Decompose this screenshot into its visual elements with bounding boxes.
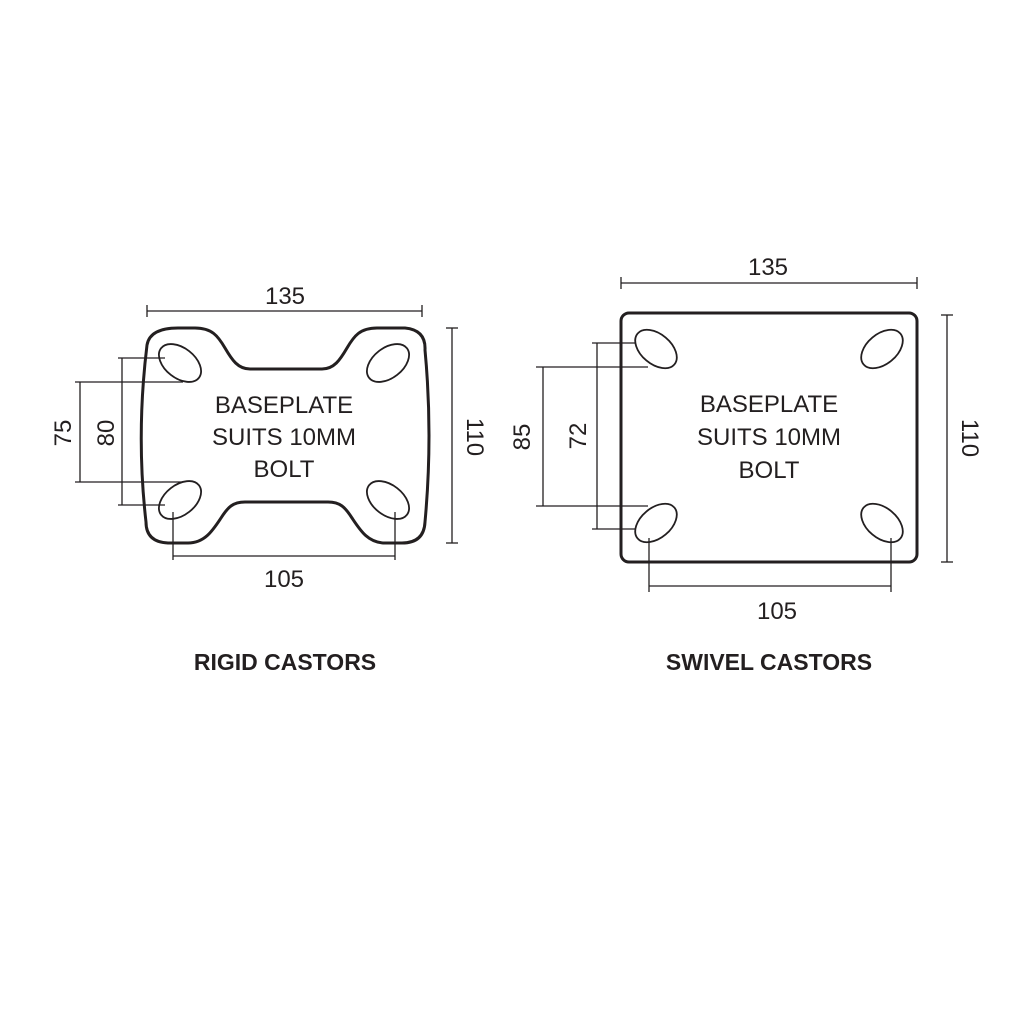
swivel-baseplate-label-line: SUITS 10MM (697, 424, 841, 451)
bolt-slot (158, 480, 202, 520)
rigid-height-dimension (446, 327, 458, 544)
rigid-hole-y-outer-label: 80 (93, 420, 120, 447)
swivel-castors-title: SWIVEL CASTORS (666, 649, 872, 675)
swivel-width-dimension (620, 277, 918, 289)
swivel-hole-y-outer-dimension (536, 366, 648, 507)
rigid-castor-drawing: 135 110 105 80 75 BASEPLATE SUITS 10MM B… (50, 283, 488, 675)
bolt-slot (366, 480, 410, 520)
bolt-slot (634, 502, 678, 544)
swivel-hole-y-inner-dimension (592, 342, 636, 530)
swivel-height-dimension (941, 314, 953, 563)
swivel-hole-y-outer-label: 85 (509, 424, 536, 451)
rigid-baseplate-label-line: BOLT (254, 456, 315, 483)
rigid-castors-title: RIGID CASTORS (194, 649, 376, 675)
rigid-hole-x-label: 105 (264, 566, 304, 593)
bolt-slot (860, 502, 904, 544)
rigid-width-dimension (146, 305, 423, 317)
bolt-slot (158, 343, 202, 383)
bolt-slot (634, 328, 678, 370)
bolt-slot (860, 328, 904, 370)
rigid-baseplate-label-line: BASEPLATE (215, 392, 353, 419)
rigid-hole-y-inner-dimension (75, 381, 183, 483)
rigid-hole-x-dimension (172, 512, 396, 560)
rigid-baseplate-label-line: SUITS 10MM (212, 424, 356, 451)
swivel-baseplate-label-line: BOLT (739, 457, 800, 484)
rigid-height-label: 110 (461, 418, 488, 456)
bolt-slot (366, 343, 410, 383)
swivel-hole-y-inner-label: 72 (565, 423, 592, 450)
rigid-hole-y-inner-label: 75 (50, 420, 77, 447)
swivel-hole-x-dimension (648, 538, 892, 592)
rigid-width-label: 135 (265, 283, 305, 310)
swivel-hole-x-label: 105 (757, 598, 797, 625)
swivel-baseplate-outline (619, 311, 919, 564)
swivel-castor-drawing: 135 110 105 85 72 BASEPLATE SUITS 10MM B… (509, 254, 983, 675)
rigid-baseplate-outline (139, 326, 431, 545)
swivel-height-label: 110 (956, 419, 983, 457)
swivel-baseplate-label-line: BASEPLATE (700, 391, 838, 418)
swivel-width-label: 135 (748, 254, 788, 281)
